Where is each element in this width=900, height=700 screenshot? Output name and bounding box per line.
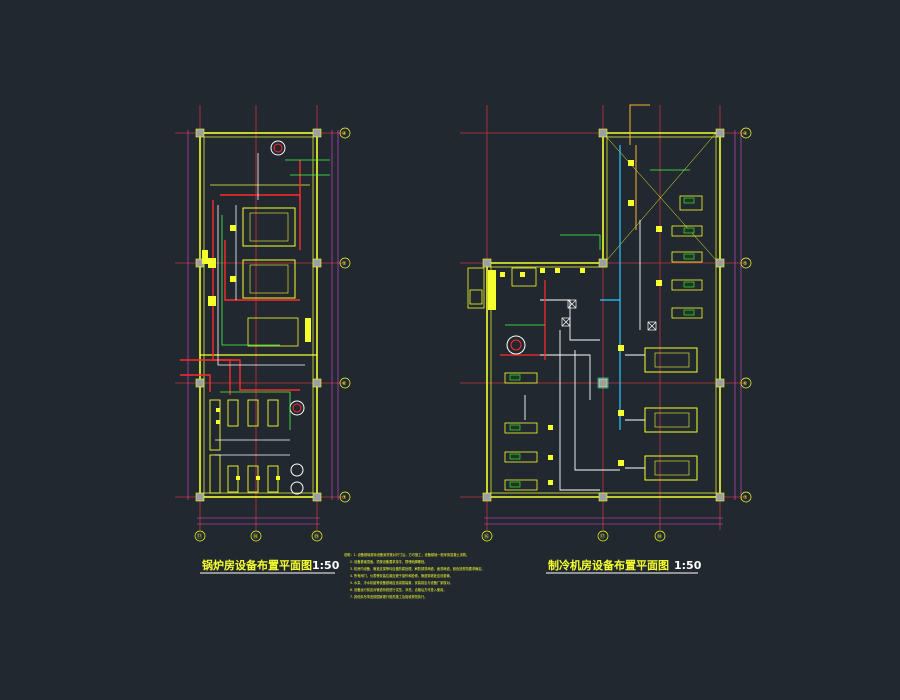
right-pipes-cyan (600, 145, 621, 430)
right-axis-bubbles-bottom (481, 530, 666, 542)
left-axis-row-1: ④ (342, 131, 347, 137)
right-axis-row-1: ④ (743, 131, 748, 137)
left-pipes-green (220, 159, 330, 430)
left-axis-row-2: ⑤ (342, 261, 346, 267)
left-pipes-white (215, 153, 305, 456)
right-columns (482, 128, 725, 502)
right-axis-row-4: ⑦ (743, 495, 748, 501)
left-axis-label-c: ⑲ (314, 533, 319, 540)
right-plan-scale: 1:50 (674, 559, 702, 572)
left-axis-row-4: ⑦ (342, 495, 347, 501)
left-axis-bubbles-bottom (194, 530, 323, 542)
note-line-2: 2. 设备基础顶面，须按设备要求找平，预埋地脚螺栓。 (350, 559, 427, 564)
right-equipment-tags (509, 197, 695, 488)
left-pump-group (209, 399, 279, 494)
note-line-7: 7. 其他未尽事宜按国家现行相关施工及验收规范执行。 (350, 594, 427, 599)
right-plan-title: 制冷机房设备布置平面图 (548, 558, 669, 572)
note-line-3: 3. 机房内设备、管道支架等均应做防腐处理，刷防锈漆两道，面漆两道，颜色按规范要… (350, 566, 485, 571)
right-axis-label-c: ⑱ (657, 533, 662, 540)
right-pipes-green (505, 169, 690, 326)
right-axis-row-2: ⑤ (743, 261, 747, 267)
left-dimension-lines (187, 130, 339, 525)
right-chillers (644, 347, 698, 481)
left-fan-units (270, 140, 305, 495)
general-notes: 说明：1. 设备基础需待设备到货核对尺寸后，方可施工；设备基础一般采用混凝土浇筑… (344, 552, 485, 599)
left-axis-row-3: ⑥ (342, 381, 347, 387)
note-line-4: 4. 所有阀门、仪表等安装位置应便于操作和检修，管道穿墙处应设套管。 (350, 573, 453, 578)
left-columns (195, 128, 322, 502)
left-axis-bubbles-right (339, 127, 351, 503)
right-pump-column (671, 195, 703, 319)
right-pipes-red (500, 280, 546, 360)
right-axis-label-a: ⑯ (484, 533, 489, 540)
left-valves (202, 225, 311, 480)
right-axis-row-3: ⑥ (743, 381, 748, 387)
left-walls (199, 132, 318, 498)
right-valves (488, 160, 662, 485)
left-plan-scale: 1:50 (312, 559, 340, 572)
right-strainers (561, 299, 657, 389)
left-axis-label-a: ⑰ (197, 533, 202, 540)
left-plan-title: 锅炉房设备布置平面图 (202, 558, 312, 572)
right-axis-bubbles-right (740, 127, 752, 503)
right-pipes-white (524, 220, 645, 491)
right-axis-label-b: ⑰ (600, 533, 605, 540)
left-pipes-red (180, 160, 301, 395)
right-riser-pipe (629, 104, 650, 230)
left-axis-label-b: ⑱ (253, 533, 258, 540)
right-plan: ⑯ ⑰ ⑱ ④ ⑤ ⑥ ⑦ 制冷机房设备布置平面图 1:50 (460, 104, 752, 574)
note-line-5: 5. 水泵、冷水机组等设备基础应设减振装置，安装前应与设备厂家核对。 (350, 580, 453, 585)
left-boilers (242, 207, 299, 347)
right-tank-units (467, 267, 537, 309)
left-plan: ⑰ ⑱ ⑲ ④ ⑤ ⑥ ⑦ 锅炉房设备布置平面图 1:50 (175, 105, 351, 574)
note-line-6: 6. 设备运行前应对管道系统进行试压、冲洗，合格后方可投入使用。 (350, 587, 447, 592)
right-fan-unit (506, 335, 526, 355)
note-line-1: 说明：1. 设备基础需待设备到货核对尺寸后，方可施工；设备基础一般采用混凝土浇筑… (344, 552, 469, 557)
right-dimension-lines (484, 130, 742, 525)
right-pump-row (504, 372, 538, 491)
